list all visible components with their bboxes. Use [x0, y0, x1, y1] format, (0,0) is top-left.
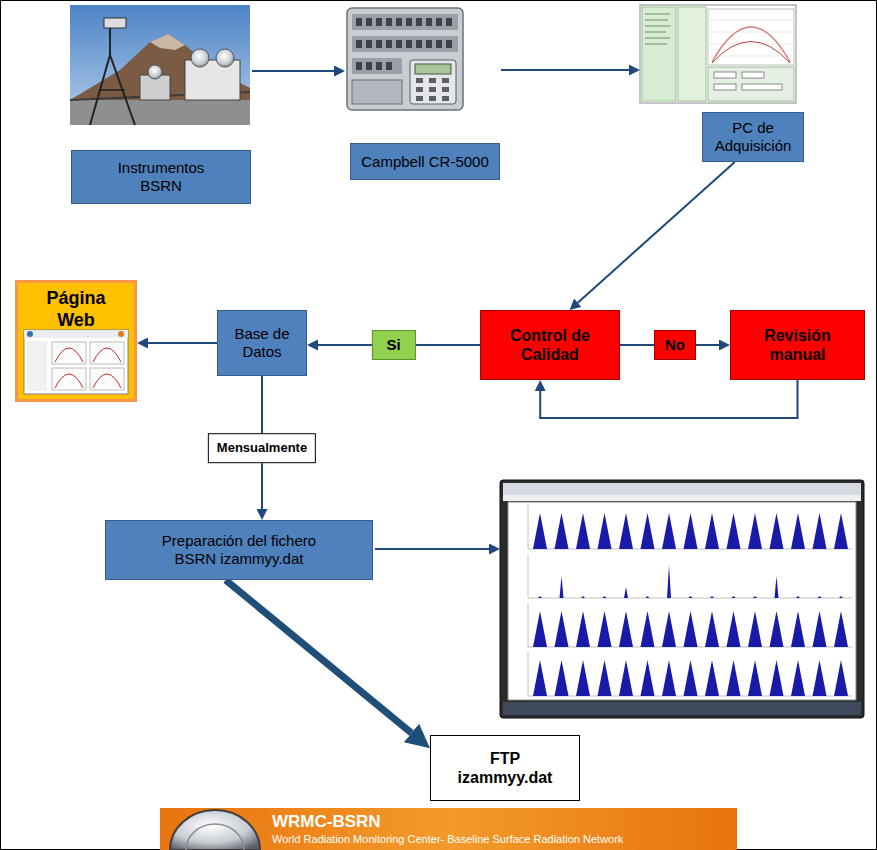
plot-arrow [375, 548, 489, 550]
ftp-box: FTP izammyy.dat [430, 735, 580, 801]
node-text: PC de Adquisición [711, 119, 795, 155]
banner-box: WRMC-BSRNWorld Radiation Monitoring Cent… [160, 808, 737, 850]
flow-arrow [501, 69, 629, 71]
node-text: Base de Datos [227, 325, 297, 361]
edge-label: Mensualmente [208, 433, 316, 463]
web-page-box: Página Web [15, 280, 137, 402]
node-text: Control de Calidad [500, 326, 600, 364]
flow-arrow [252, 70, 334, 72]
node-text: Página Web [26, 288, 126, 331]
instrument-photo [70, 5, 250, 125]
label-box: Campbell CR-5000 [350, 143, 500, 180]
node-text: World Radiation Monitoring Center- Basel… [272, 833, 623, 846]
datalogger-node: Campbell CR-5000 [345, 5, 501, 181]
edge-label: Si [371, 330, 415, 360]
plot-screenshot [500, 480, 864, 718]
datalogger-picture [347, 8, 463, 110]
flow-arrow [578, 162, 735, 303]
banner-ground [160, 808, 737, 850]
node-text: Revisión manual [748, 326, 848, 364]
thick-arrow [226, 580, 412, 733]
web-page-panel [17, 282, 136, 401]
node-text: Instrumentos BSRN [106, 159, 216, 195]
manual-review-box: Revisión manual [730, 310, 865, 380]
node-text: Preparación del fichero BSRN izammyy.dat [144, 532, 334, 568]
flow-arrow [540, 380, 797, 418]
edge-label: No [654, 330, 696, 360]
quality-control-box: Control de Calidad [480, 310, 620, 380]
instrument-node: Instrumentos BSRN [68, 5, 252, 205]
node-text: FTP izammyy.dat [455, 749, 555, 787]
label-box: PC de Adquisición [702, 112, 804, 162]
database-box: Base de Datos [217, 310, 307, 376]
file-preparation-box: Preparación del fichero BSRN izammyy.dat [105, 520, 373, 580]
acquisition-node: PC de Adquisición [640, 5, 798, 162]
node-text: WRMC-BSRN [272, 812, 381, 832]
label-box: Instrumentos BSRN [71, 150, 251, 204]
flow-arrow [148, 342, 217, 344]
acquisition-screenshot [640, 5, 796, 103]
node-text: Campbell CR-5000 [361, 153, 489, 171]
